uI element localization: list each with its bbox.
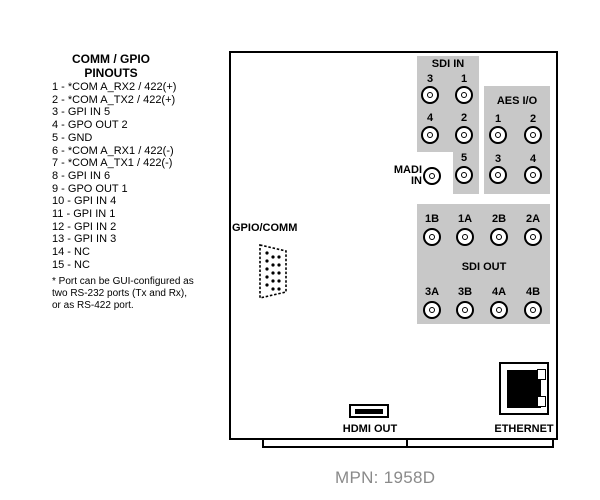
pin-item: 12 - GPI IN 2 xyxy=(52,220,117,233)
sdi-out-label-1b: 1B xyxy=(424,213,440,225)
note-line2: two RS-232 ports (Tx and Rx), xyxy=(52,287,188,299)
sdi-out-4a-bnc-icon xyxy=(490,301,508,319)
sdi-out-label-2b: 2B xyxy=(491,213,507,225)
sdi-out-label-3a: 3A xyxy=(424,286,440,298)
ethernet-port-icon xyxy=(499,362,549,415)
sdi-in-label-2: 2 xyxy=(460,112,468,124)
aes-3-bnc-icon xyxy=(489,166,507,184)
gpio-comm-label: GPIO/COMM xyxy=(232,222,298,234)
pin-item: 1 - *COM A_RX2 / 422(+) xyxy=(52,81,177,93)
pin-item: 9 - GPO OUT 1 xyxy=(52,182,128,195)
pin-item: 11 - GPI IN 1 xyxy=(52,208,116,221)
madi-in-bnc-icon xyxy=(423,167,441,185)
ethernet-label: ETHERNET xyxy=(494,423,554,435)
sdi-in-label-3: 3 xyxy=(426,73,434,85)
aes-label-2: 2 xyxy=(529,113,537,125)
sdi-out-label-2a: 2A xyxy=(525,213,541,225)
aes-title: AES I/O xyxy=(496,95,538,107)
sdi-out-title: SDI OUT xyxy=(461,261,507,273)
sdi-in-4-bnc-icon xyxy=(421,126,439,144)
aes-label-3: 3 xyxy=(494,153,502,165)
pin-item: 3 - GPI IN 5 xyxy=(52,106,111,119)
sdi-in-label-1: 1 xyxy=(460,73,468,85)
pin-item: 5 - GND xyxy=(52,131,93,144)
aes-1-bnc-icon xyxy=(489,126,507,144)
sdi-out-label-3b: 3B xyxy=(457,286,473,298)
sdi-out-label-1a: 1A xyxy=(457,213,473,225)
note-line1: * Port can be GUI-configured as xyxy=(52,275,194,287)
hdmi-port-icon xyxy=(349,404,389,418)
note-line3: or as RS-422 port. xyxy=(52,299,134,311)
aes-label-4: 4 xyxy=(529,153,537,165)
madi-label-line2: IN xyxy=(411,175,422,187)
pin-item: 15 - NC xyxy=(52,258,90,271)
pin-item: 6 - *COM A_RX1 / 422(-) xyxy=(52,144,174,157)
pinout-legend: COMM / GPIO PINOUTS 1 - *COM A_RX2 / 422… xyxy=(52,52,227,312)
hdmi-out-label: HDMI OUT xyxy=(342,423,398,435)
db15-connector-icon xyxy=(259,243,287,300)
pin-item: 13 - GPI IN 3 xyxy=(52,233,117,246)
aes-label-1: 1 xyxy=(494,113,502,125)
sdi-out-label-4a: 4A xyxy=(491,286,507,298)
legend-title: COMM / GPIO PINOUTS xyxy=(52,52,170,80)
sdi-in-5-bnc-icon xyxy=(455,166,473,184)
pin-item: 14 - NC xyxy=(52,246,90,259)
sdi-in-label-4: 4 xyxy=(426,112,434,124)
pin-item: 4 - GPO OUT 2 xyxy=(52,119,128,132)
sdi-in-title: SDI IN xyxy=(431,58,465,70)
legend-title-line1: COMM / GPIO xyxy=(72,52,150,66)
pin-item: 8 - GPI IN 6 xyxy=(52,169,111,182)
config-note: * Port can be GUI-configured as two RS-2… xyxy=(52,276,227,313)
sdi-in-label-5: 5 xyxy=(460,152,468,164)
sdi-out-label-4b: 4B xyxy=(525,286,541,298)
sdi-out-1a-bnc-icon xyxy=(456,228,474,246)
sdi-in-1-bnc-icon xyxy=(455,86,473,104)
legend-title-line2: PINOUTS xyxy=(84,66,138,80)
pin-item: 7 - *COM A_TX1 / 422(-) xyxy=(52,157,173,170)
madi-in-label: MADI IN xyxy=(386,165,422,187)
sdi-out-4b-bnc-icon xyxy=(524,301,542,319)
madi-label-line1: MADI xyxy=(393,164,422,176)
sdi-out-3b-bnc-icon xyxy=(456,301,474,319)
pin-item: 10 - GPI IN 4 xyxy=(52,195,117,208)
sdi-out-2b-bnc-icon xyxy=(490,228,508,246)
panel-foot-right xyxy=(406,438,554,448)
sdi-out-3a-bnc-icon xyxy=(423,301,441,319)
aes-4-bnc-icon xyxy=(524,166,542,184)
model-part-number: MPN: 1958D xyxy=(335,468,436,487)
sdi-out-2a-bnc-icon xyxy=(524,228,542,246)
sdi-in-2-bnc-icon xyxy=(455,126,473,144)
sdi-in-3-bnc-icon xyxy=(421,86,439,104)
pin-item: 2 - *COM A_TX2 / 422(+) xyxy=(52,93,176,106)
aes-2-bnc-icon xyxy=(524,126,542,144)
sdi-out-1b-bnc-icon xyxy=(423,228,441,246)
pin-list: 1 - *COM A_RX2 / 422(+) 2 - *COM A_TX2 /… xyxy=(52,81,227,272)
